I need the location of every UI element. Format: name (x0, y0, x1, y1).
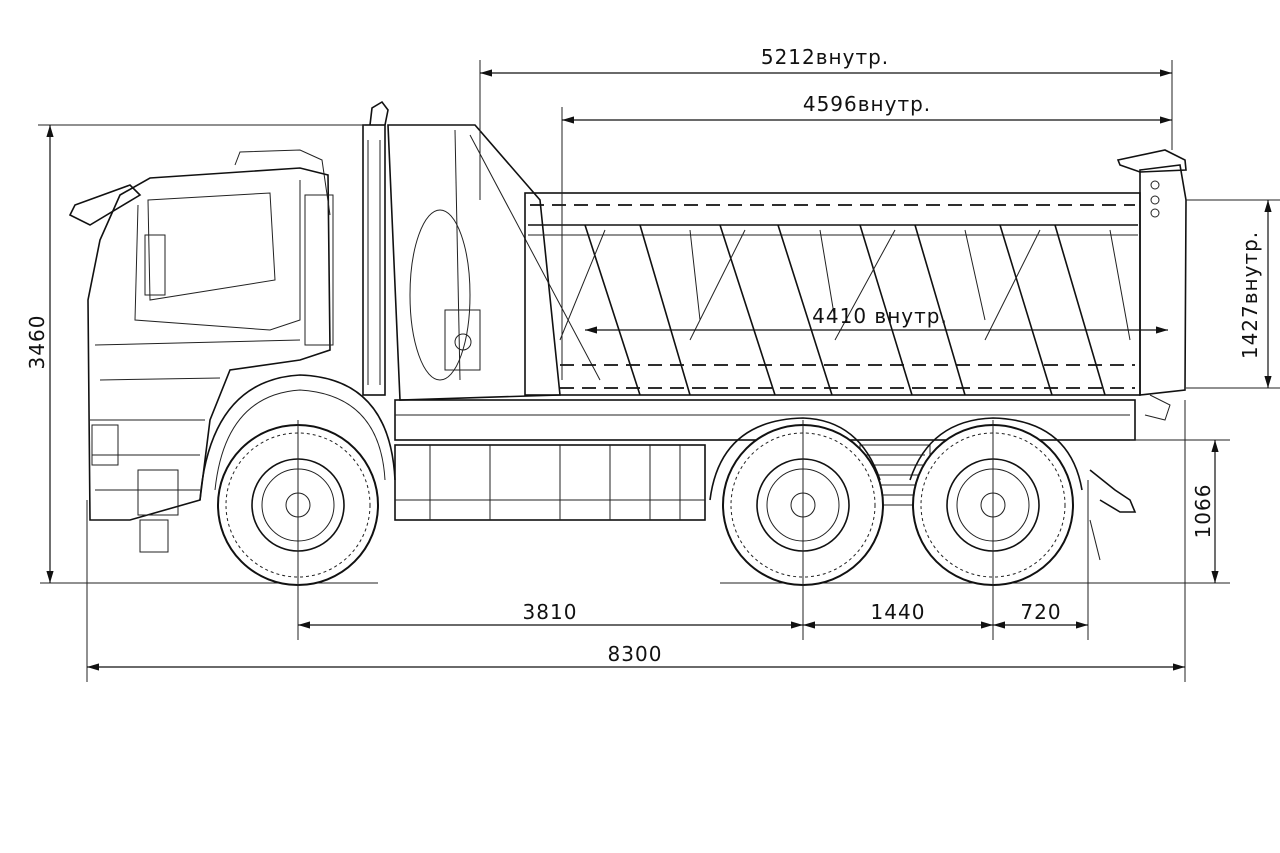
dim-overall-length: 8300 (608, 642, 663, 666)
dim-frame-height: 1066 (1191, 484, 1215, 539)
dimension-lines (38, 60, 1280, 682)
dim-body-height: 1427внутр. (1238, 231, 1262, 359)
dim-overall-height: 3460 (25, 315, 49, 370)
dim-body-length-floor: 4410 внутр. (812, 304, 948, 328)
dump-body (524, 149, 1187, 421)
dim-body-length-top: 5212внутр. (761, 45, 889, 69)
dim-wheelbase-front: 3810 (523, 600, 578, 624)
dim-body-length-mid: 4596внутр. (803, 92, 931, 116)
hoist-area (387, 124, 601, 401)
dim-wheelbase-rear: 1440 (871, 600, 926, 624)
truck-cab (68, 149, 396, 553)
dim-rear-overhang: 720 (1020, 600, 1061, 624)
exhaust-stack (362, 100, 389, 396)
